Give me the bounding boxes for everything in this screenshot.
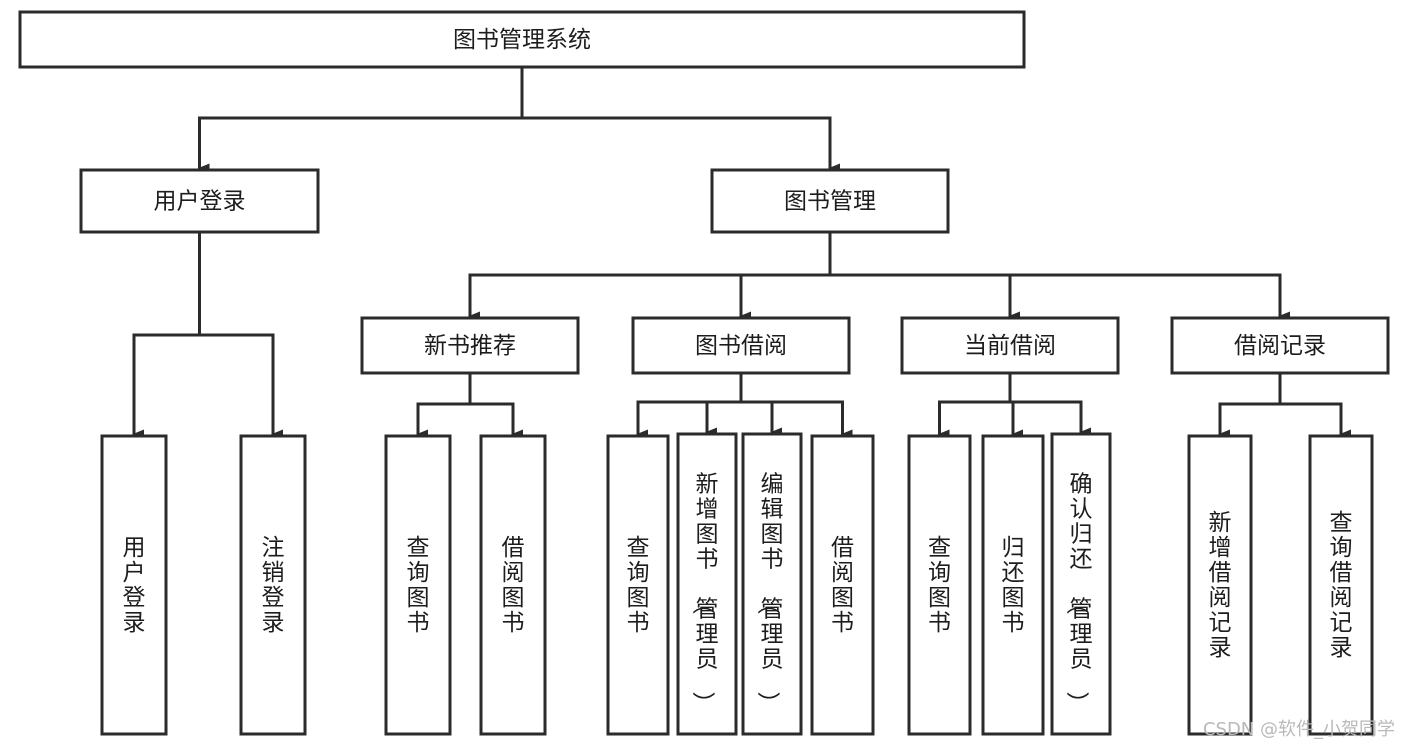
- node-leaf-add-record[interactable]: 新增借阅记录: [1187, 434, 1253, 736]
- node-box: [360, 316, 580, 375]
- node-box: [1170, 316, 1390, 375]
- node-box: [1187, 434, 1253, 736]
- node-box: [100, 434, 168, 736]
- node-label: 借阅图书: [831, 535, 854, 636]
- node-box: [810, 434, 875, 736]
- edge-group-user-login: [132, 230, 283, 439]
- node-box: [631, 316, 851, 375]
- node-leaf-borrow-book-1[interactable]: 借阅图书: [479, 434, 547, 736]
- node-label: 查询借阅记录: [1330, 510, 1353, 661]
- node-box: [741, 432, 803, 736]
- node-root[interactable]: 图书管理系统: [18, 10, 1026, 69]
- node-label: 归还图书: [1002, 535, 1025, 636]
- edge-group-book-manage: [468, 230, 1290, 321]
- node-label: 查询图书: [407, 535, 430, 636]
- node-label: 图书管理: [784, 189, 876, 215]
- node-label: 查询图书: [928, 535, 951, 636]
- node-label: 注销登录: [262, 535, 285, 636]
- node-box: [79, 168, 320, 234]
- node-box: [1050, 432, 1112, 736]
- connector-layer: [132, 65, 1351, 439]
- node-label: 新书推荐: [424, 333, 516, 359]
- node-box: [384, 434, 452, 736]
- node-box: [981, 434, 1045, 736]
- edge-group-borrow-record: [1218, 371, 1351, 439]
- node-label: 编辑图书（管理员）: [755, 472, 784, 715]
- node-book-manage[interactable]: 图书管理: [710, 168, 950, 234]
- node-leaf-query-record[interactable]: 查询借阅记录: [1308, 434, 1374, 736]
- node-label: 借阅图书: [502, 535, 525, 636]
- node-box: [606, 434, 670, 736]
- edge-group-current-borrow: [938, 371, 1091, 439]
- node-leaf-user-login[interactable]: 用户登录: [100, 434, 168, 736]
- node-label: 新增图书（管理员）: [690, 472, 719, 715]
- node-label: 查询图书: [627, 535, 650, 636]
- edge-group-new-book-rec: [416, 371, 523, 439]
- node-label: 图书借阅: [695, 333, 787, 359]
- node-label: 当前借阅: [964, 333, 1056, 359]
- node-box: [710, 168, 950, 234]
- node-label: 借阅记录: [1234, 333, 1326, 359]
- node-book-borrow[interactable]: 图书借阅: [631, 316, 851, 375]
- node-label: 确认归还（管理员）: [1064, 472, 1093, 715]
- node-borrow-record[interactable]: 借阅记录: [1170, 316, 1390, 375]
- node-leaf-return-book[interactable]: 归还图书: [981, 434, 1045, 736]
- node-leaf-borrow-book-2[interactable]: 借阅图书: [810, 434, 875, 736]
- node-leaf-edit-book[interactable]: 编辑图书（管理员）: [741, 432, 803, 736]
- node-box: [676, 432, 738, 736]
- node-box: [900, 316, 1120, 375]
- node-new-book-rec[interactable]: 新书推荐: [360, 316, 580, 375]
- node-box: [18, 10, 1026, 69]
- node-leaf-logout[interactable]: 注销登录: [239, 434, 307, 736]
- node-box: [239, 434, 307, 736]
- node-box: [907, 434, 972, 736]
- node-leaf-query-book-3[interactable]: 查询图书: [907, 434, 972, 736]
- node-label: 图书管理系统: [453, 27, 591, 53]
- node-current-borrow[interactable]: 当前借阅: [900, 316, 1120, 375]
- edge-group-root: [198, 65, 840, 173]
- node-user-login[interactable]: 用户登录: [79, 168, 320, 234]
- node-leaf-confirm-return[interactable]: 确认归还（管理员）: [1050, 432, 1112, 736]
- node-leaf-query-book-2[interactable]: 查询图书: [606, 434, 670, 736]
- node-box: [1308, 434, 1374, 736]
- node-layer: 图书管理系统用户登录图书管理新书推荐图书借阅当前借阅借阅记录用户登录注销登录查询…: [18, 10, 1390, 736]
- node-box: [479, 434, 547, 736]
- node-leaf-add-book[interactable]: 新增图书（管理员）: [676, 432, 738, 736]
- node-leaf-query-book-1[interactable]: 查询图书: [384, 434, 452, 736]
- edge-group-book-borrow: [636, 371, 853, 439]
- node-label: 用户登录: [123, 535, 146, 636]
- node-label: 新增借阅记录: [1209, 510, 1232, 661]
- node-label: 用户登录: [154, 189, 246, 215]
